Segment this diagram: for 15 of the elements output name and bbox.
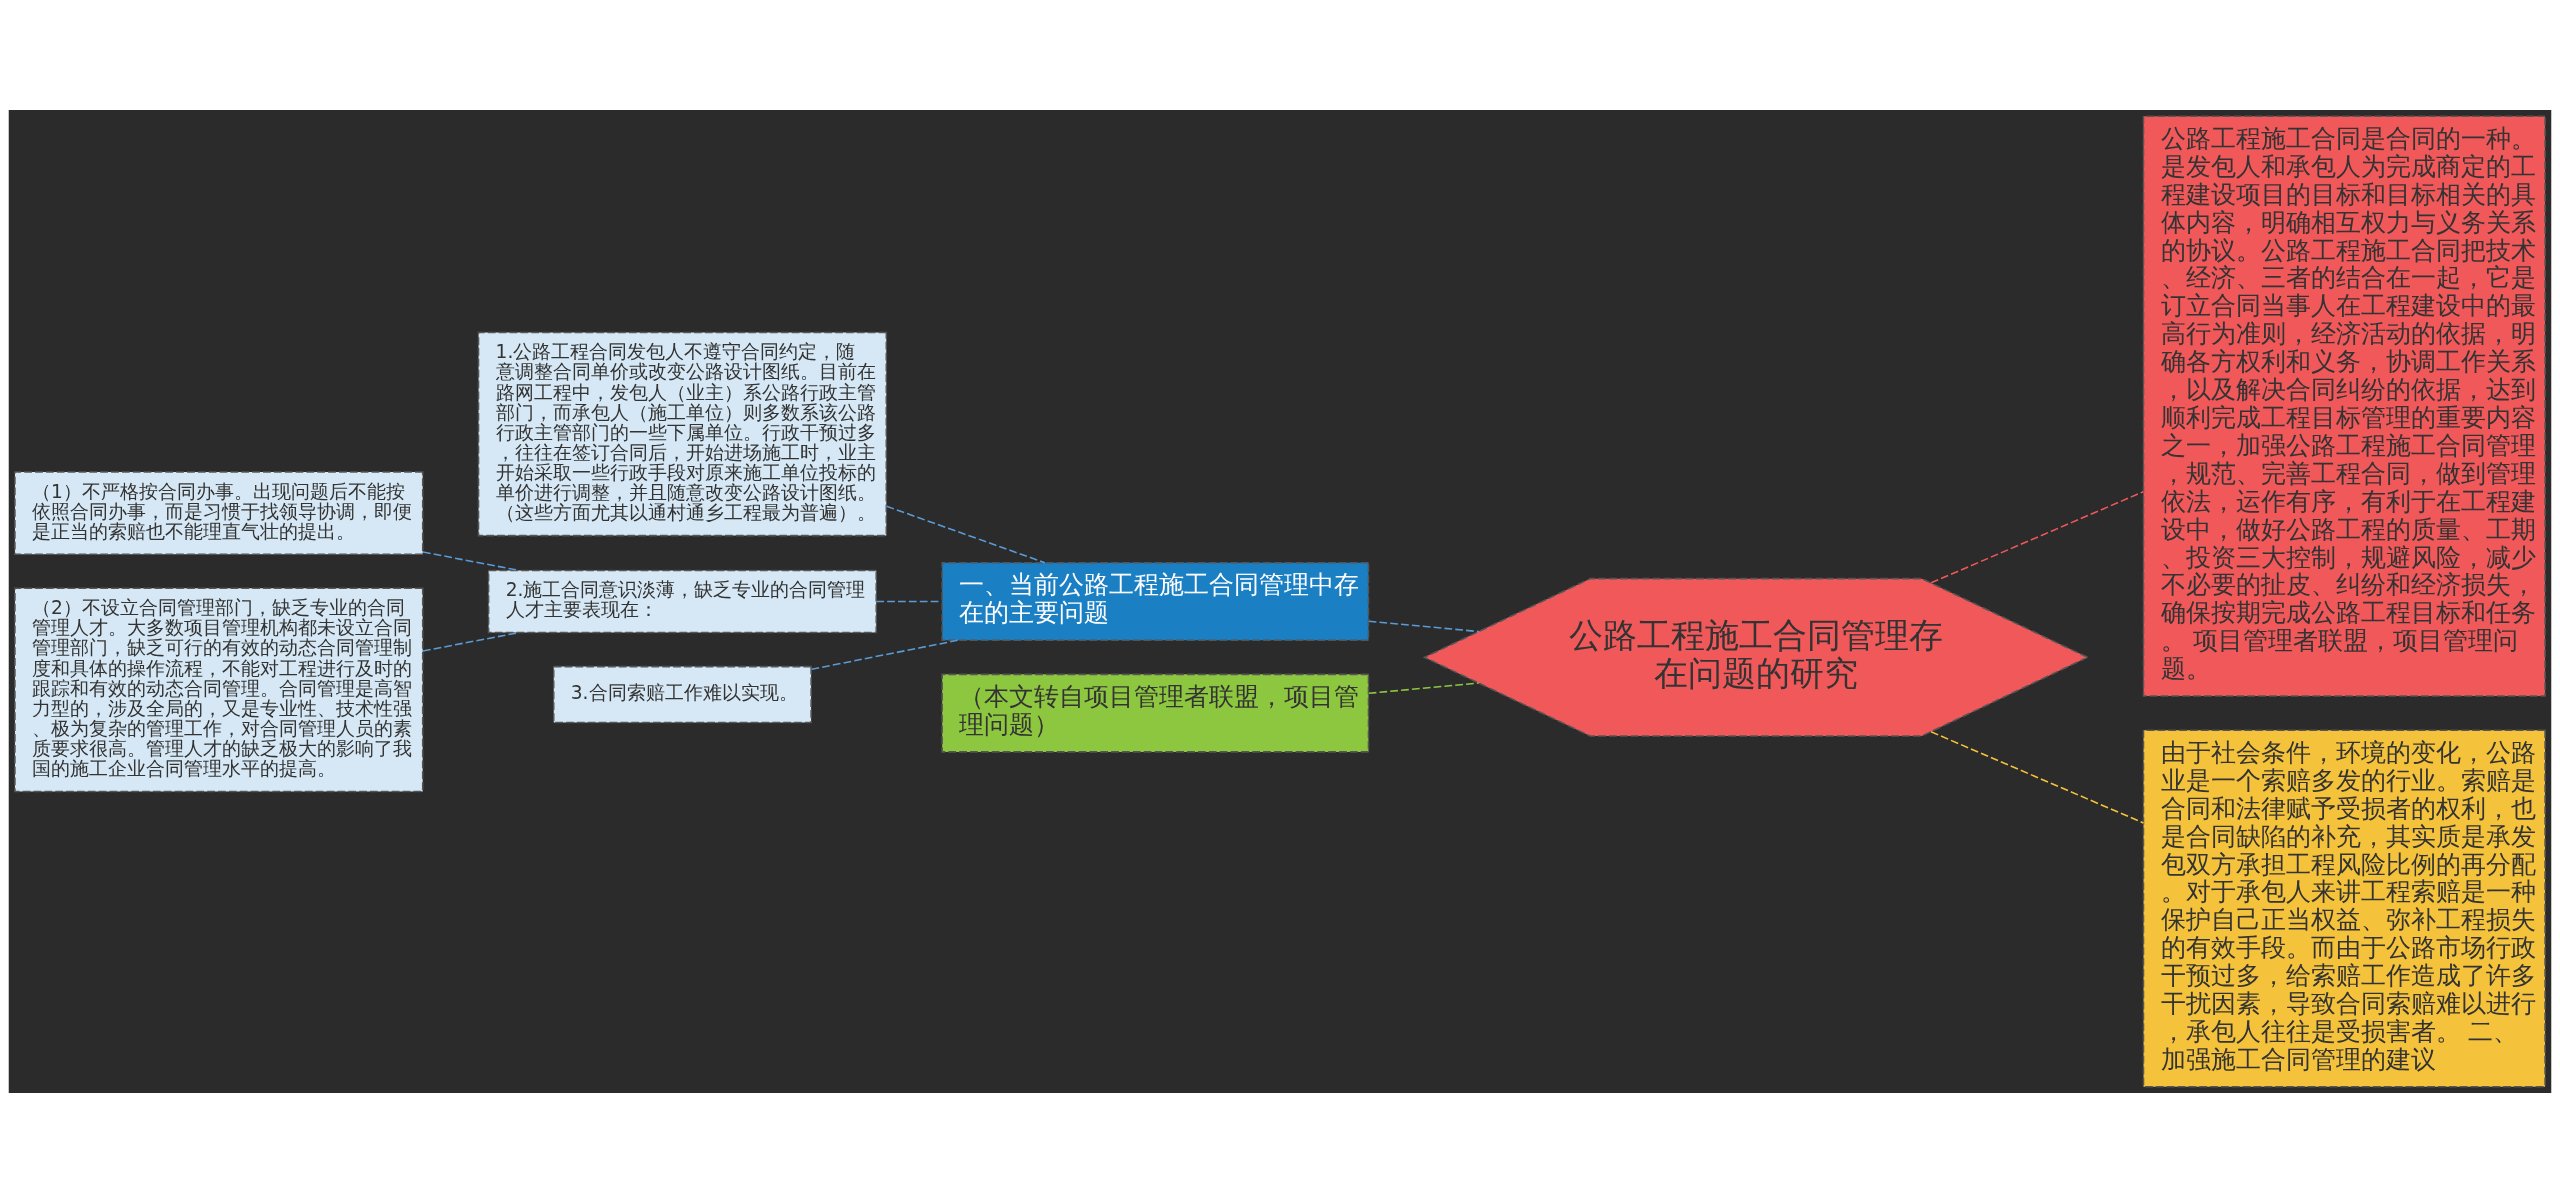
- connector: [1930, 490, 2145, 584]
- node-box: 3.合同索赔工作难以实现。: [552, 665, 812, 723]
- node-box: 由于社会条件，环境的变化，公路业是一个索赔多发的行业。索赔是合同和法律赋予受损者的权利，也是合同缺陷的补充，其实质是承发包双方承担工程风险比例的再分配。对于承包人来讲工程索赔是一种保护自己正当权益、弥补工程损失的有效手段。而由于公路市场行政干预过多，给索赔工作造成了许多干扰因素，导致合同索赔难以进行，承包人往往是受损害者。 二、加强施工合同管理的建议: [2142, 728, 2546, 1088]
- node-box: （1）不严格按合同办事。出现问题后不能按依照合同办事，而是习惯于找领导协调，即便是正当的索赔也不能理直气壮的提出。: [14, 470, 424, 555]
- node-box: （本文转自项目管理者联盟，项目管理问题）: [941, 673, 1370, 753]
- connector: [1368, 620, 1480, 632]
- node-box: 2.施工合同意识淡薄，缺乏专业的合同管理人才主要表现在：: [487, 569, 877, 633]
- node-box: 1.公路工程合同发包人不遵守合同约定，随意调整合同单价或改变公路设计图纸。目前在路网工程中，发包人（业主）系公路行政主管部门，而承包人（施工单位）则多数系该公路行政主管部门的一些下属单位。行政干预过多，往往在签订合同后，开始进场施工时，业主开始采取一些行政手段对原来施工单位投标的单价进行调整，并且随意改变公路设计图纸。（这些方面尤其以通村通乡工程最为普遍）。: [477, 331, 888, 536]
- node-box: （2）不设立合同管理部门，缺乏专业的合同管理人才。大多数项目管理机构都未设立合同管理部门，缺乏可行的有效的动态合同管理制度和具体的操作流程，不能对工程进行及时的跟踪和有效的动态合同管理。合同管理是高智力型的，涉及全局的，又是专业性、技术性强、极为复杂的管理工作，对合同管理人员的素质要求很高。管理人才的缺乏极大的影响了我国的施工企业合同管理水平的提高。: [14, 587, 424, 792]
- connector: [810, 639, 959, 670]
- connector: [1930, 730, 2145, 824]
- connector: [1368, 681, 1480, 694]
- node-box: 公路工程施工合同是合同的一种。是发包人和承包人为完成商定的工程建设项目的目标和目标相关的具体内容，明确相互权力与义务关系的协议。公路工程施工合同把技术、经济、三者的结合在一起，它是订立合同当事人在工程建设中的最高行为准则，经济活动的依据，明确各方权利和义务，协调工作关系，以及解决合同纠纷的依据，达到顺利完成工程目标管理的重要内容之一，加强公路工程施工合同管理，规范、完善工程合同，做到管理依法，运作有序，有利于在工程建设中，做好公路工程的质量、工期、投资三大控制，规避风险，减少不必要的扯皮、纠纷和经济损失，确保按期完成公路工程目标和任务。 项目管理者联盟，项目管理问题。: [2142, 114, 2546, 697]
- connector: [885, 505, 1046, 563]
- node-box: 一、当前公路工程施工合同管理中存在的主要问题: [941, 561, 1370, 641]
